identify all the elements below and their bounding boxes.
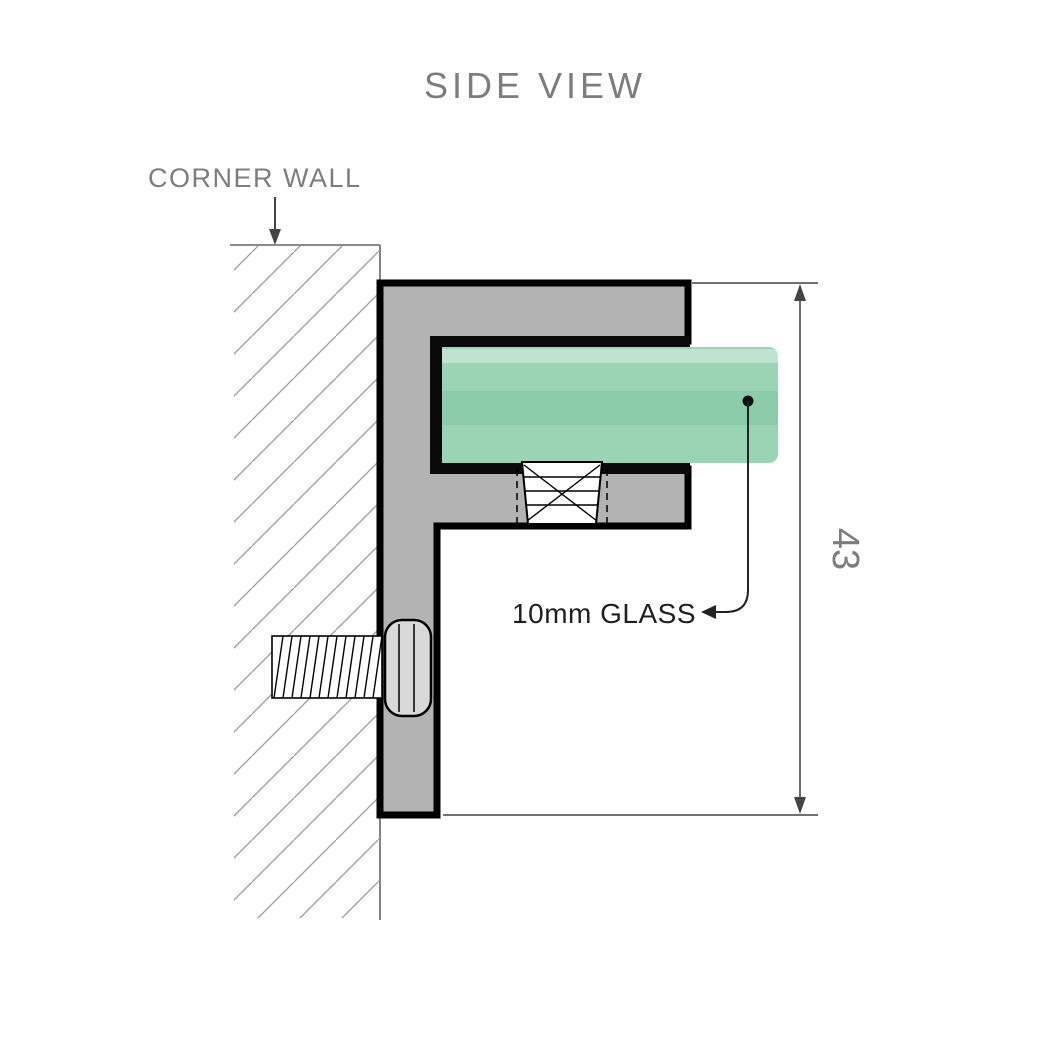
glass-panel: [442, 347, 778, 463]
corner-wall-label: CORNER WALL: [148, 163, 362, 193]
glass-body: [442, 347, 778, 463]
wall-hatching: [234, 246, 380, 918]
glass-tint-band: [442, 391, 778, 425]
fixing-bolt: [271, 618, 433, 718]
diagram-title: SIDE VIEW: [424, 65, 646, 106]
grub-screw: [516, 461, 608, 526]
corner-wall: [230, 244, 381, 920]
glass-leader: [701, 395, 754, 619]
corner-wall-arrow: [269, 197, 281, 245]
glass-highlight: [442, 349, 778, 363]
leader-arrowhead: [701, 605, 716, 619]
height-dimension: 43: [443, 282, 866, 816]
bolt-anchor-nut: [383, 618, 433, 718]
dimension-value: 43: [824, 528, 866, 570]
glass-note-label: 10mm GLASS: [512, 598, 696, 629]
